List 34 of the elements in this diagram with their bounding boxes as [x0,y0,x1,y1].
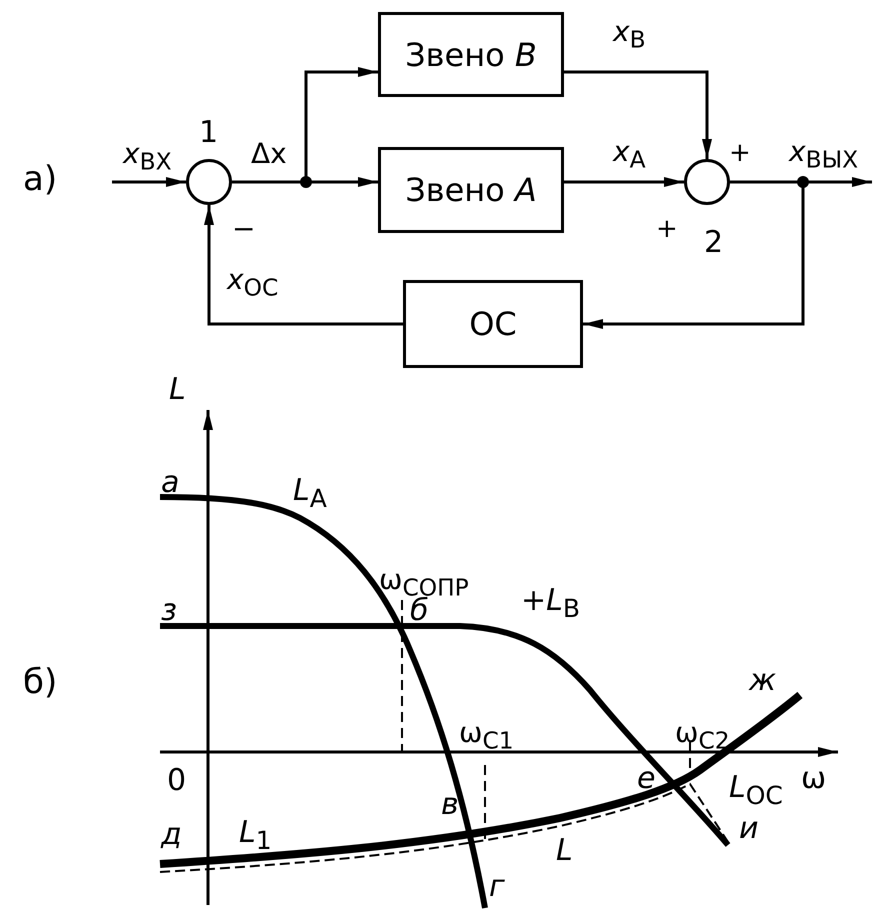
plot-label: L [555,836,574,866]
plot-label: ω$_{С1}$ [458,719,515,753]
axis-label: ω [800,764,828,794]
block-box: Звено A [378,147,564,233]
sign-label: + [655,216,679,242]
arrow [564,177,684,187]
block-box: ОС [403,280,583,368]
sign-label: − [231,215,256,243]
axis-label: 0 [166,766,188,796]
plot-label: ω$_{С2}$ [674,719,731,753]
plot-label: в [440,790,460,820]
plot-label: L$_{A}$ [292,476,328,511]
panel-label: б) [22,665,58,699]
junction-number: 1 [198,118,220,148]
plot-label: +L$_{B}$ [520,586,582,621]
plot-label: г [488,872,506,902]
summing-junction [684,159,730,205]
junction-number: 2 [703,228,724,258]
panel-label: а) [22,162,58,196]
plot-label: а [160,468,180,498]
summing-junction [186,159,232,205]
plot-label: L$_{ОС}$ [728,773,784,808]
arrow [564,70,712,159]
plot-label: е [636,764,656,794]
arrow [204,205,403,326]
block-box: Звено B [378,12,564,97]
sign-label: + [728,140,752,166]
axis-label: L [168,375,187,405]
plot-label: ж [748,666,778,696]
plot-label: д [160,820,183,850]
plot-label: L$_{1}$ [238,818,273,853]
plot-label: и [738,814,760,844]
plot-label: з [160,596,178,626]
arrow [112,177,186,187]
